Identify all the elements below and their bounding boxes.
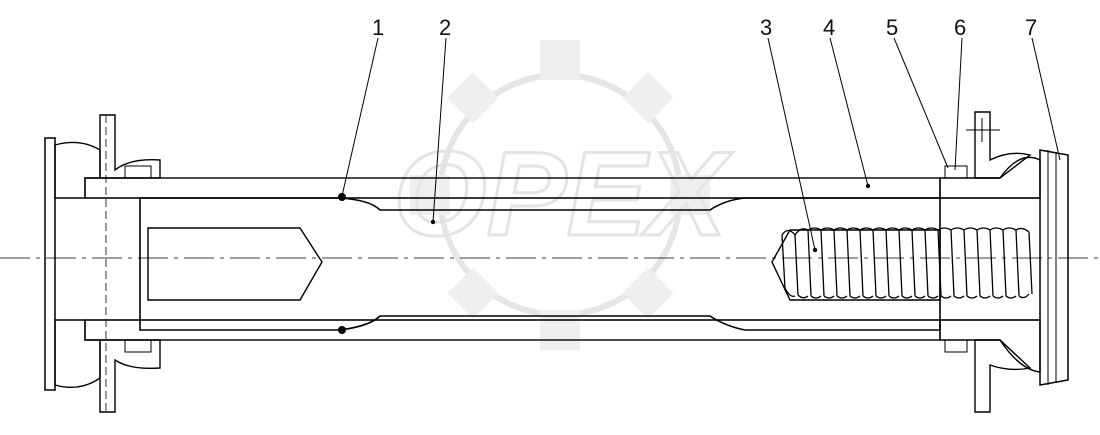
watermark-text: OPEX — [393, 127, 733, 261]
leader-dots — [430, 183, 871, 253]
seal-ring-upper — [338, 193, 346, 201]
watermark-logo: OPEX — [392, 40, 735, 350]
leader-lines — [341, 37, 1061, 251]
callout-4: 4 — [823, 15, 835, 40]
seal-ring-lower — [338, 326, 346, 334]
left-flange — [44, 114, 161, 413]
callout-7: 7 — [1025, 15, 1037, 40]
callout-6: 6 — [954, 15, 966, 40]
callout-3: 3 — [760, 15, 772, 40]
callout-2: 2 — [439, 15, 451, 40]
shaft — [139, 197, 941, 331]
right-flange — [939, 111, 1069, 413]
callout-5: 5 — [886, 15, 898, 40]
callout-1: 1 — [372, 15, 384, 40]
spring — [781, 227, 1033, 299]
